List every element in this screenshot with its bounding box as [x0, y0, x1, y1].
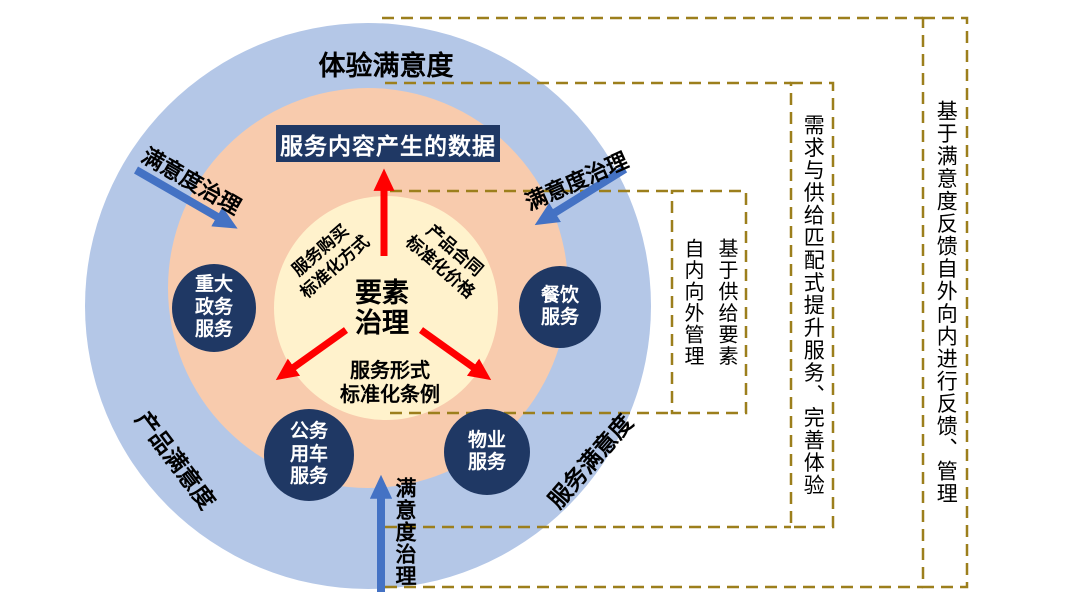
- experience-satisfaction-label: 体验满意度: [318, 51, 454, 81]
- form-standardization-label: 服务形式 标准化条例: [318, 359, 462, 407]
- government-line-2: 政务: [194, 296, 233, 318]
- annotation-middle-text: 需求与供给匹配式提升服务、完善体验: [801, 113, 825, 497]
- service-circle-property: 物业 服务: [444, 409, 530, 495]
- core-line-1: 要素: [355, 278, 409, 308]
- annotation-middle-matching: 需求与供给匹配式提升服务、完善体验: [791, 83, 833, 527]
- form-line-2: 标准化条例: [340, 384, 440, 406]
- form-line-1: 服务形式: [350, 360, 430, 382]
- core-governance-label: 要素 治理: [332, 278, 432, 338]
- service-data-box: 服务内容产生的数据: [276, 125, 500, 162]
- government-line-3: 服务: [194, 319, 233, 341]
- vehicle-line-3: 服务: [289, 466, 328, 488]
- annotation-inner-supply: 基于供给要素 自内向外管理: [672, 191, 746, 413]
- vehicle-line-2: 用车: [289, 443, 328, 465]
- dashed-rect-inner: [670, 189, 748, 415]
- blue-arrow-top-right: [534, 165, 628, 226]
- red-arrow-down-right: [418, 327, 492, 381]
- dining-line-2: 服务: [540, 307, 579, 328]
- vehicle-line-1: 公务: [289, 421, 328, 443]
- service-circle-vehicle: 公务 用车 服务: [264, 409, 354, 501]
- property-line-1: 物业: [467, 429, 506, 451]
- property-line-2: 服务: [467, 452, 506, 473]
- blue-arrow-top-left: [134, 166, 238, 229]
- dashed-rect-outer: [921, 16, 969, 589]
- annotation-inner-col-right: 基于供给要素: [715, 237, 737, 367]
- service-circle-government: 重大 政务 服务: [172, 264, 256, 352]
- government-line-1: 重大: [194, 274, 233, 296]
- annotation-outer-feedback: 基于满意度反馈自外向内进行反馈、管理: [923, 18, 967, 587]
- red-arrow-down-left: [275, 327, 349, 381]
- annotation-outer-text: 基于满意度反馈自外向内进行反馈、管理: [934, 100, 958, 505]
- core-line-2: 治理: [355, 307, 409, 338]
- dining-line-1: 餐饮: [540, 284, 579, 306]
- annotation-inner-col-left: 自内向外管理: [681, 237, 703, 367]
- annotation-inner-text: 基于供给要素 自内向外管理: [675, 238, 743, 367]
- service-circle-dining: 餐饮 服务: [519, 266, 601, 348]
- dashed-rect-middle: [789, 81, 835, 529]
- governance-label-bottom: 满意度治理: [393, 477, 416, 587]
